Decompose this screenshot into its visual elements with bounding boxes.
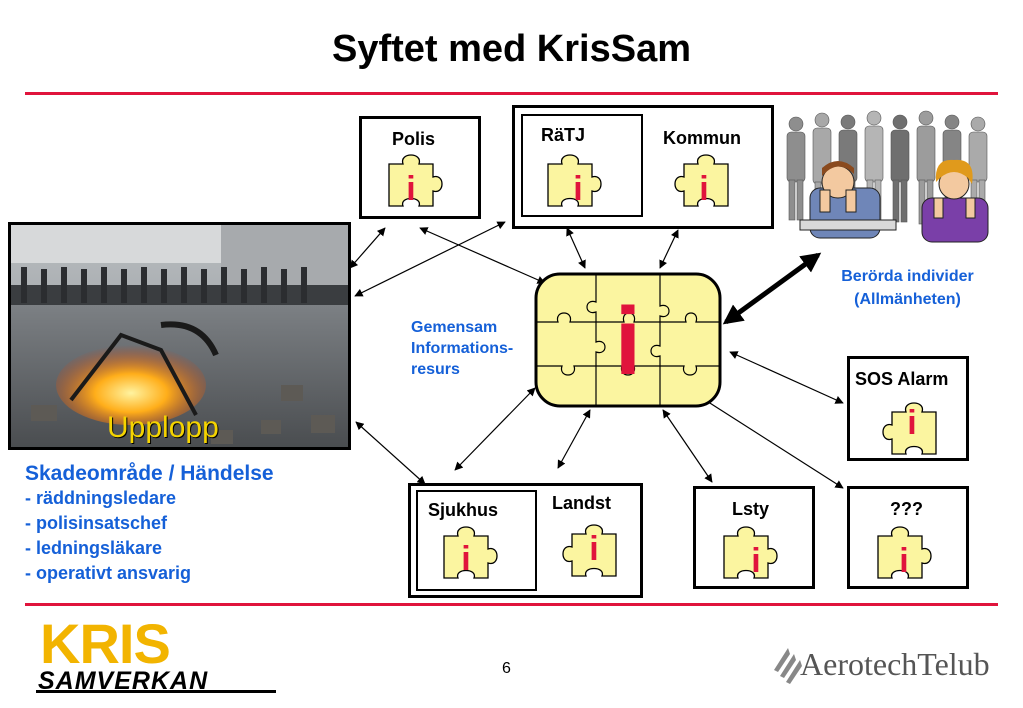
node-kommun-label: Kommun	[663, 128, 741, 148]
puzzle-piece-icon: i	[882, 402, 937, 455]
slide-title: Syftet med KrisSam	[331, 28, 691, 70]
arrow-center-landst	[557, 409, 591, 469]
incident-heading: Skadeområde / Händelse	[25, 462, 274, 485]
node-sjukhus-label: Sjukhus	[428, 500, 499, 520]
puzzle-piece-icon: i	[547, 154, 602, 208]
samverkan-logo-band	[38, 668, 274, 692]
puzzle-piece-icon: i	[388, 154, 443, 208]
svg-text:i: i	[699, 170, 708, 208]
node-lsty-label: Lsty	[732, 499, 770, 519]
arrow-center-affected	[722, 252, 822, 325]
photo-caption: Upplopp	[107, 411, 219, 444]
svg-text:i: i	[899, 542, 908, 580]
center-label-line: resurs	[411, 361, 460, 378]
page-number: 6	[502, 660, 511, 677]
incident-list: - räddningsledare - polisinsatschef - le…	[25, 486, 191, 586]
top-divider	[25, 92, 998, 95]
puzzle-piece-icon: i	[723, 526, 778, 580]
node-polis-label: Polis	[392, 129, 436, 149]
puzzle-piece-icon: i	[443, 526, 498, 579]
bottom-divider	[25, 603, 998, 606]
aerotech-logo-icon	[774, 648, 802, 684]
puzzle-piece-icon: i	[877, 526, 932, 580]
samverkan-underline	[36, 690, 276, 693]
puzzle-piece-icon: i	[562, 524, 617, 577]
arrow-center-sos	[729, 351, 844, 404]
affected-label-line1: Berörda individer	[841, 268, 974, 285]
affected-people-illustration	[786, 110, 989, 243]
center-label-line: Informations-	[411, 340, 514, 357]
list-item: - ledningsläkare	[25, 538, 163, 558]
svg-text:i: i	[461, 540, 470, 578]
arrow-ratj-photo	[354, 221, 506, 297]
central-i-symbol: i	[615, 288, 642, 395]
arrow-photo-sjukhus	[355, 421, 426, 485]
arrow-center-unknown	[701, 397, 844, 489]
arrow-polis-center	[419, 227, 546, 284]
list-item: - räddningsledare	[25, 488, 177, 508]
kris-logo-text: KRIS	[40, 612, 171, 675]
riot-photo-image	[11, 225, 348, 447]
arrow-center-lsty	[662, 409, 713, 483]
svg-text:i: i	[907, 404, 916, 442]
center-label-line: Gemensam	[411, 319, 498, 336]
aerotech-logo-text: AerotechTelub	[800, 646, 990, 682]
affected-label-line2: (Allmänheten)	[854, 291, 961, 308]
arrow-ratj-center	[566, 227, 586, 269]
list-item: - operativt ansvarig	[25, 563, 192, 583]
node-sos-label: SOS Alarm	[855, 369, 949, 389]
list-item: - polisinsatschef	[25, 513, 168, 533]
svg-text:i: i	[573, 170, 582, 208]
node-unknown-label: ???	[890, 499, 923, 519]
node-ratj-label: RäTJ	[541, 125, 586, 145]
puzzle-piece-icon: i	[674, 154, 729, 208]
node-sos-alarm: SOS Alarm	[847, 356, 969, 461]
svg-text:i: i	[751, 542, 760, 580]
riot-photo: Upplopp	[8, 222, 351, 450]
arrow-center-sjukhus	[454, 387, 536, 471]
arrow-kommun-center	[659, 229, 679, 269]
svg-text:i: i	[406, 170, 415, 208]
center-label: Gemensam Informations- resurs	[411, 317, 513, 380]
svg-text:i: i	[589, 530, 598, 568]
affected-label: Berörda individer (Allmänheten)	[800, 265, 1015, 311]
arrow-polis-photo	[349, 227, 386, 269]
node-landst-label: Landst	[552, 493, 612, 513]
central-information-resource: i	[534, 272, 722, 408]
